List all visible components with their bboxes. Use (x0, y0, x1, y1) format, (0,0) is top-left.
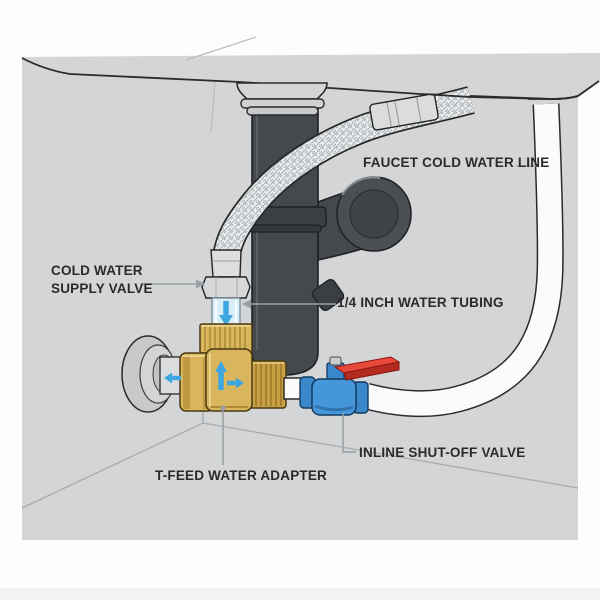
counter-back-edge-line (185, 36, 257, 61)
quarter-inch-water-tubing (362, 103, 564, 418)
clear-supply-tube (211, 297, 241, 326)
flow-arrow-right-icon (227, 377, 244, 389)
leader-tubing-arrowhead (242, 299, 251, 309)
leader-inline-valve (342, 413, 356, 453)
cold-water-supply-valve (201, 249, 251, 299)
label-inline-shutoff-valve: INLINE SHUT-OFF VALVE (359, 445, 526, 460)
inline-shutoff-valve (299, 356, 401, 416)
leader-supply-valve-arrowhead (196, 279, 205, 289)
flow-arrow-left-icon (164, 372, 181, 384)
leader-tfeed-dot (220, 405, 226, 411)
leader-lines (141, 165, 536, 465)
valve-handle (333, 356, 401, 381)
wall-escutcheon-plate (121, 335, 183, 413)
label-cold-water-supply-valve-line1: COLD WATER (51, 263, 143, 278)
label-faucet-cold-water-line: FAUCET COLD WATER LINE (363, 155, 550, 170)
flow-arrow-down-icon (219, 301, 233, 326)
flow-arrow-up-icon (215, 361, 227, 390)
label-cold-water-supply-valve-line2: SUPPLY VALVE (51, 281, 153, 296)
floor-shadow-band (0, 588, 600, 600)
tailpiece-coupling-nut (243, 206, 327, 233)
label-tfeed-water-adapter: T-FEED WATER ADAPTER (155, 468, 327, 483)
sink-drain-flange (236, 82, 328, 116)
label-quarter-inch-water-tubing: 1/4 INCH WATER TUBING (337, 295, 504, 310)
counter-edge-overlay-2 (528, 95, 579, 100)
wall-corner-line-top (210, 81, 216, 133)
tee-feed-adapter (164, 323, 287, 412)
trap-arm-union-nut (311, 279, 345, 311)
label-cold-water-supply-valve: COLD WATER SUPPLY VALVE (51, 262, 153, 298)
hose-compression-fitting (369, 93, 439, 131)
wall-drain-flange (336, 176, 412, 252)
